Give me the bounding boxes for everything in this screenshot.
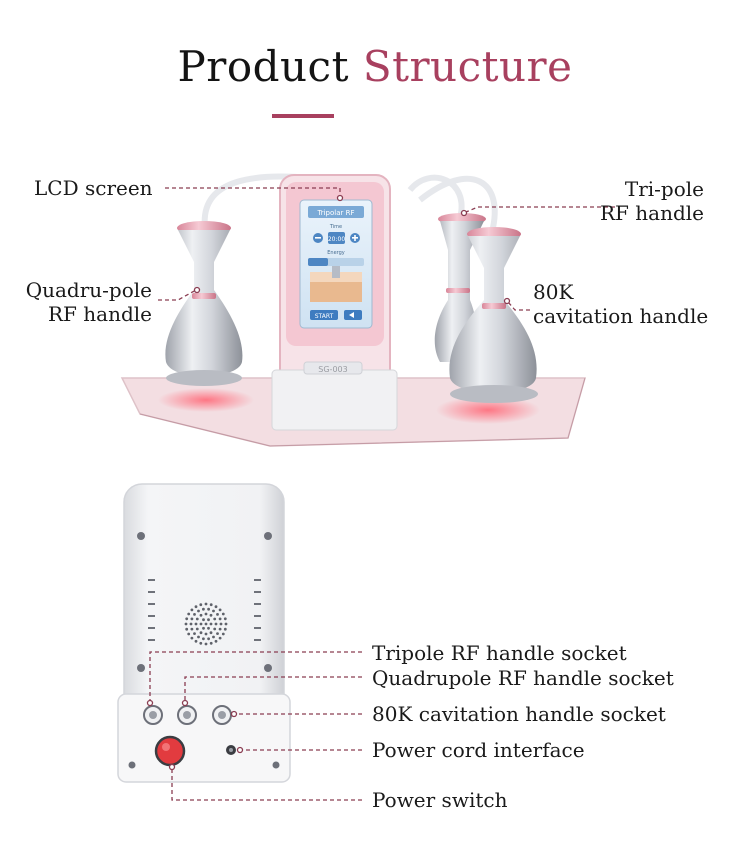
label-quadrupole-socket-text: Quadrupole RF handle socket	[372, 666, 674, 690]
label-cavitation-socket-text: 80K cavitation handle socket	[372, 702, 666, 726]
title-underline	[272, 114, 334, 118]
back-leader-lines	[149, 651, 362, 801]
label-quadrupole-handle: Quadru-pole RF handle	[26, 278, 152, 326]
handle-socket-tripole	[143, 705, 163, 725]
start-button-label: START	[315, 313, 334, 320]
label-lcd-screen-text: LCD screen	[34, 176, 153, 200]
power-switch	[154, 735, 186, 767]
label-power-cord-text: Power cord interface	[372, 738, 585, 762]
label-cavitation-line1: 80K	[533, 280, 574, 304]
start-button	[310, 310, 338, 320]
label-tripole-line2: RF handle	[599, 201, 704, 225]
vent-slots	[148, 579, 261, 641]
front-leader-lines	[158, 187, 615, 311]
label-tripole-socket-text: Tripole RF handle socket	[372, 641, 627, 665]
model-number: SG-003	[318, 365, 347, 374]
title-word-product: Product	[177, 42, 349, 91]
label-lcd-screen: LCD screen	[34, 176, 153, 200]
screen-title: Tripolar RF	[316, 209, 354, 217]
back-unit	[117, 483, 291, 783]
label-tripole-socket: Tripole RF handle socket	[372, 641, 627, 665]
title-word-structure: Structure	[362, 42, 573, 91]
label-quadrupole-line1: Quadru-pole	[25, 278, 152, 302]
handle-socket-quadrupole	[177, 705, 197, 725]
handle-socket-cavitation	[212, 705, 232, 725]
back-leader-dots	[146, 699, 244, 771]
power-cord-interface	[226, 745, 236, 755]
quadrupole-handle	[165, 221, 243, 386]
cavitation-handle	[449, 227, 538, 403]
label-tripole-handle: Tri-pole RF handle	[600, 177, 704, 225]
label-tripole-line1: Tri-pole	[624, 177, 704, 201]
label-cavitation-handle: 80K cavitation handle	[533, 280, 708, 328]
label-cavitation-line2: cavitation handle	[533, 304, 709, 328]
label-quadrupole-socket: Quadrupole RF handle socket	[372, 666, 674, 690]
lcd-screen: Tripolar RF Time 20:00 Energy START	[299, 199, 373, 329]
screen-time-label: Time	[329, 224, 342, 230]
label-quadrupole-line2: RF handle	[47, 302, 152, 326]
page-title: Product Structure	[0, 42, 750, 91]
screen-energy-label: Energy	[327, 250, 345, 256]
speaker-grill-icon	[184, 602, 228, 646]
label-power-switch-text: Power switch	[372, 788, 508, 812]
screen-time-value: 20:00	[328, 236, 345, 243]
label-power-switch: Power switch	[372, 788, 507, 812]
label-cavitation-socket: 80K cavitation handle socket	[372, 702, 666, 726]
front-leader-dots	[193, 194, 511, 305]
label-power-cord: Power cord interface	[372, 738, 585, 762]
